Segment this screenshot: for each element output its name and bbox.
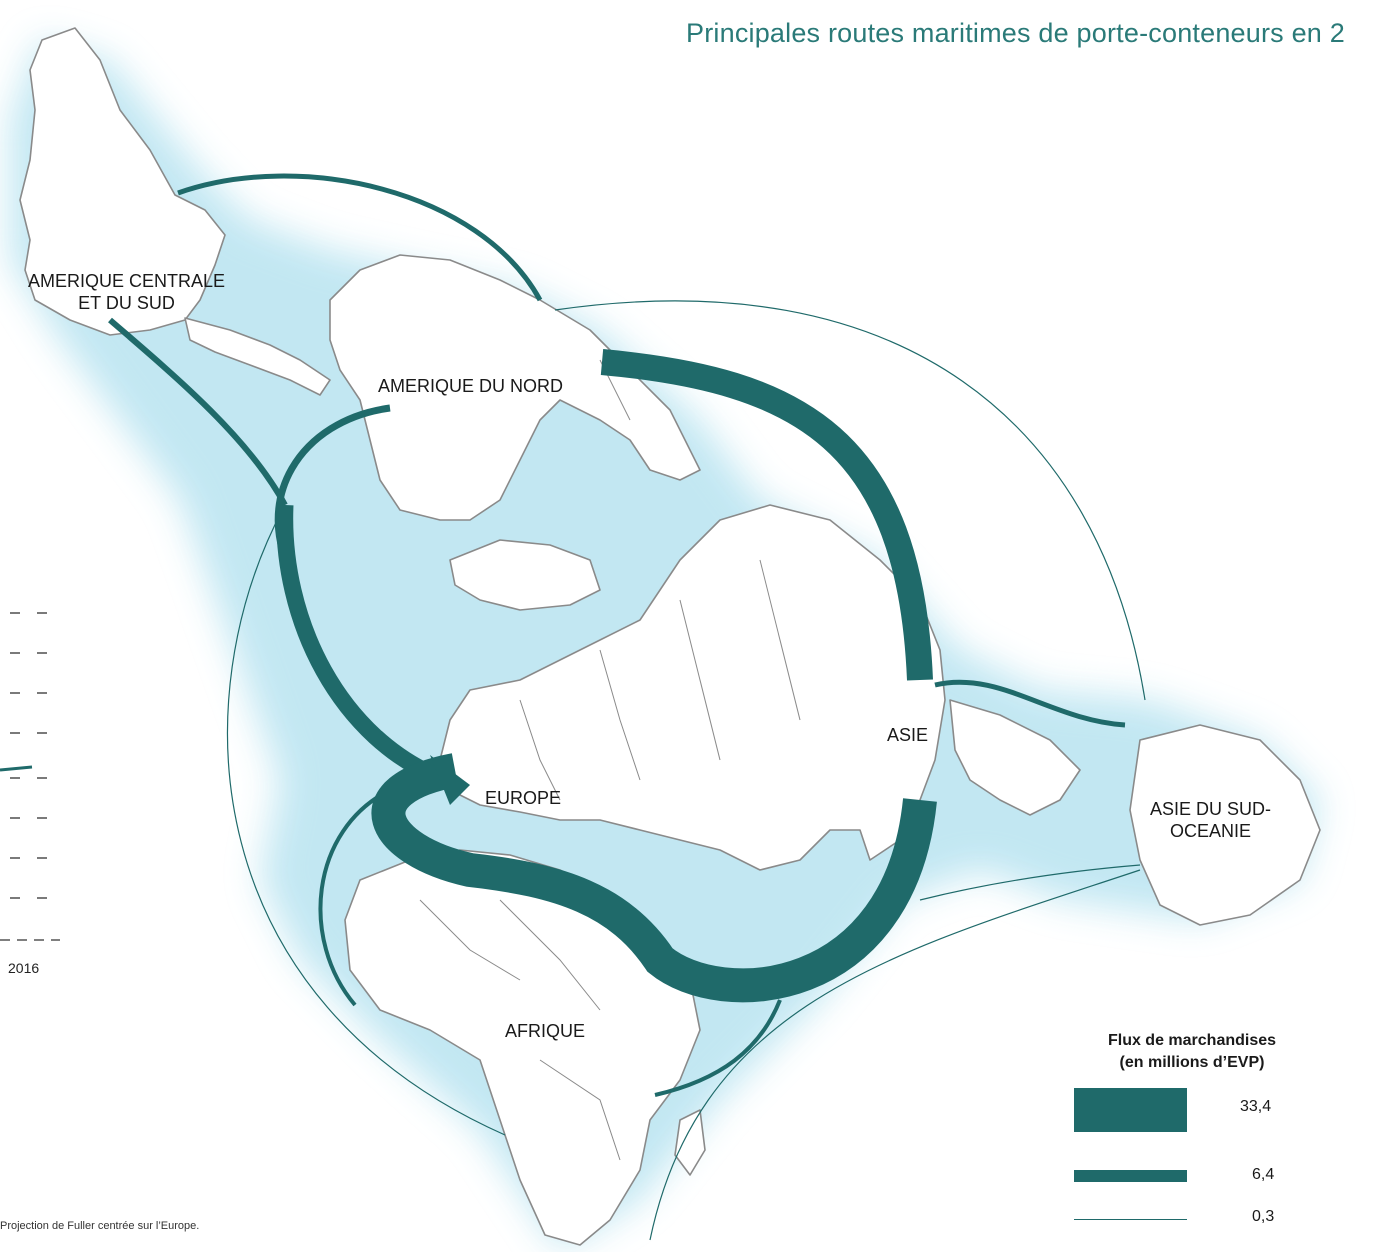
label-asie-sud-line2: OCEANIE — [1170, 821, 1252, 841]
land-north-america — [329, 254, 701, 521]
landmasses — [19, 27, 1321, 1246]
legend-title-line1: Flux de marchandises — [1107, 1032, 1277, 1049]
route-medium-sa-arc — [177, 173, 543, 302]
map-title: Principales routes maritimes de porte-co… — [686, 18, 1345, 48]
legend-value-medium: 6,4 — [1252, 1166, 1275, 1183]
projection-note: Projection de Fuller centrée sur l’Europ… — [0, 1220, 200, 1232]
country-borders — [419, 359, 801, 1161]
side-chart-series-line — [0, 765, 33, 772]
label-amerique-nord: AMERIQUE DU NORD — [378, 376, 564, 396]
route-thick-america-europe — [276, 504, 449, 788]
land-eurasia — [439, 504, 946, 871]
land-oceania — [1129, 724, 1321, 926]
land-africa — [344, 849, 701, 1246]
land-madagascar — [674, 1109, 706, 1176]
land-south-america — [19, 27, 226, 336]
legend-value-large: 33,4 — [1240, 1098, 1272, 1115]
label-asie-sud: ASIE DU SUD- OCEANIE — [1150, 798, 1271, 842]
legend-title-line2: (en millions d’EVP) — [1119, 1054, 1265, 1071]
label-afrique: AFRIQUE — [505, 1021, 586, 1041]
route-medium-africa-east — [654, 999, 782, 1097]
label-amerique-centrale-line2: ET DU SUD — [78, 293, 175, 313]
label-asie: ASIE — [887, 725, 929, 745]
route-medium-africa-west — [318, 788, 391, 1007]
route-thin-africa-oceania — [649, 869, 1141, 1241]
side-chart-dashes — [0, 612, 60, 941]
legend-bar-medium — [1074, 1170, 1187, 1182]
route-thin-sa-africa — [226, 504, 506, 1136]
label-europe: EUROPE — [485, 788, 562, 808]
side-chart-year: 2016 — [8, 960, 40, 976]
route-thick-europe-asia — [371, 753, 937, 1003]
label-amerique-centrale: AMERIQUE CENTRALE ET DU SUD — [28, 270, 225, 314]
label-asie-sud-line1: ASIE DU SUD- — [1150, 799, 1272, 819]
land-greenland — [449, 539, 601, 611]
label-amerique-centrale-line1: AMERIQUE CENTRALE — [28, 271, 226, 291]
legend-bar-small — [1074, 1219, 1187, 1220]
route-thin-asia-oceania — [919, 864, 1141, 901]
land-se-asia — [949, 699, 1081, 816]
legend-bar-large — [1074, 1088, 1187, 1132]
route-medium-sa-eu — [108, 317, 288, 507]
legend-value-small: 0,3 — [1252, 1208, 1275, 1225]
route-thin-na-se-asia — [554, 300, 1146, 701]
legend-title: Flux de marchandises (en millions d’EVP) — [1062, 1030, 1322, 1074]
route-medium-asia-sea — [934, 679, 1126, 728]
route-thick-na-asia — [600, 349, 933, 681]
shipping-routes — [108, 173, 1146, 1241]
land-central-america — [184, 317, 331, 396]
route-arrowhead — [430, 755, 470, 805]
